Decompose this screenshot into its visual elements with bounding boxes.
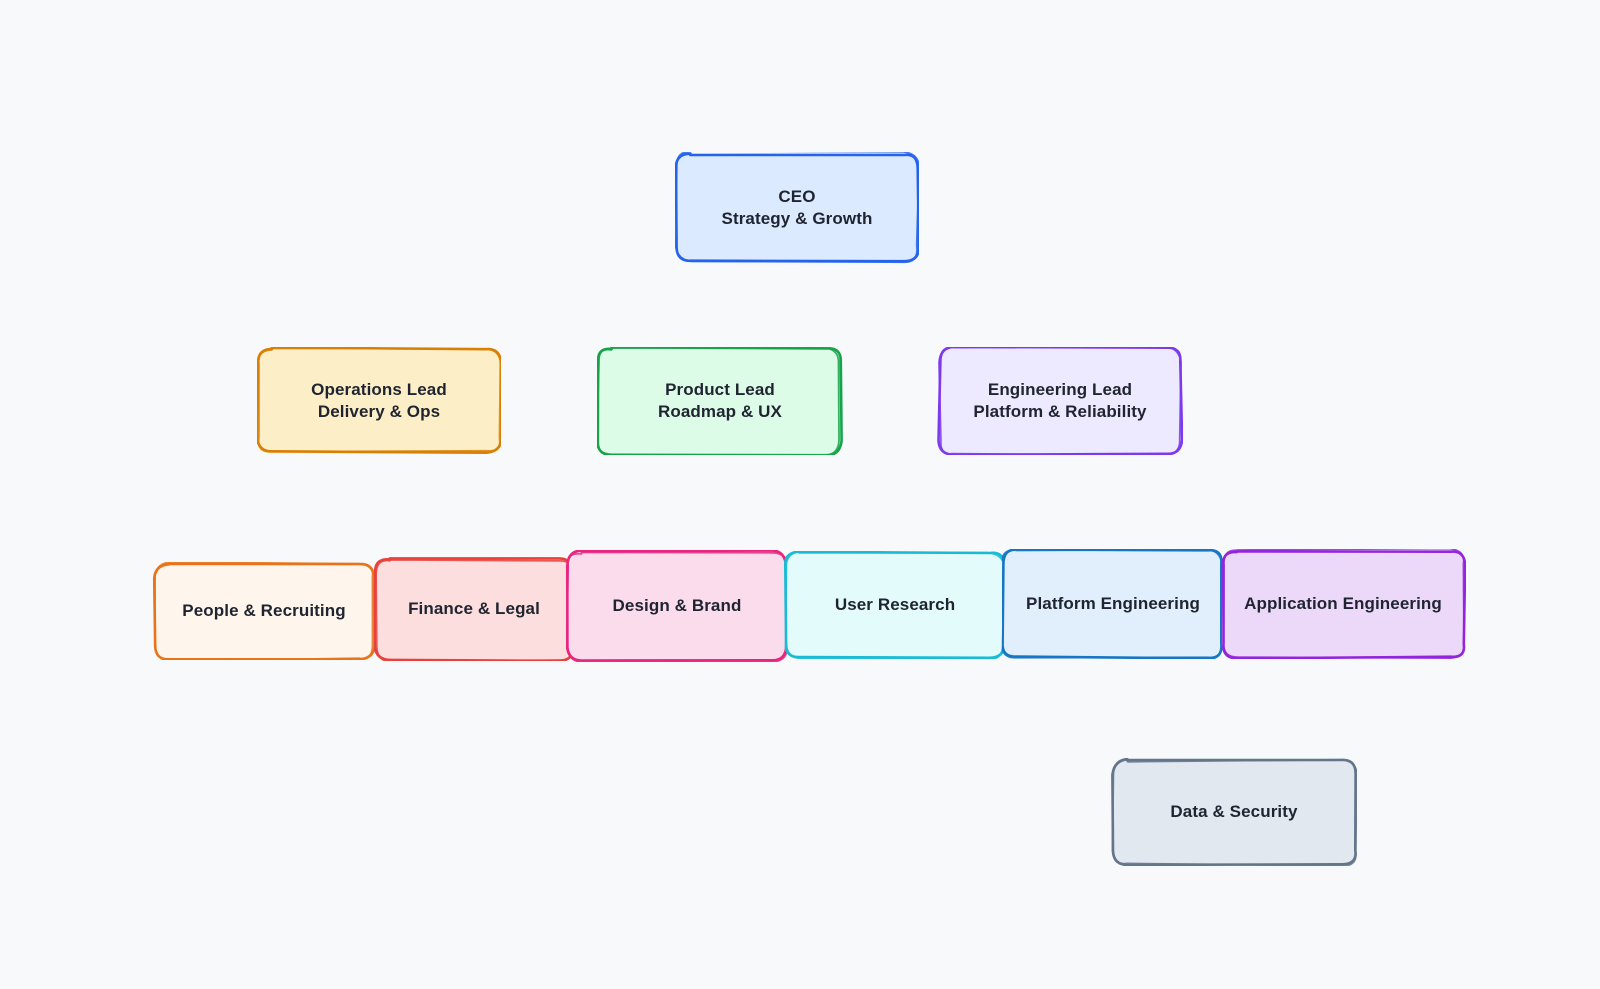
node-title-ceo: CEO bbox=[778, 187, 816, 206]
node-people-recruiting[interactable]: People & Recruiting bbox=[153, 562, 375, 660]
node-title-finance-legal: Finance & Legal bbox=[408, 599, 540, 618]
node-label-finance-legal: Finance & Legal bbox=[408, 598, 540, 620]
node-data-security[interactable]: Data & Security bbox=[1111, 758, 1357, 866]
node-title-platform-engineering: Platform Engineering bbox=[1026, 594, 1200, 613]
node-subtitle-engineering-lead: Platform & Reliability bbox=[973, 402, 1147, 421]
node-title-engineering-lead: Engineering Lead bbox=[987, 380, 1133, 399]
node-label-data-security: Data & Security bbox=[1170, 801, 1297, 823]
node-design-brand[interactable]: Design & Brand bbox=[566, 550, 788, 662]
node-platform-engineering[interactable]: Platform Engineering bbox=[1002, 549, 1224, 659]
node-label-application-engineering: Application Engineering bbox=[1244, 593, 1442, 615]
node-application-engineering[interactable]: Application Engineering bbox=[1220, 549, 1466, 659]
node-title-product-lead: Product Lead bbox=[665, 380, 775, 399]
node-ceo[interactable]: CEO Strategy & Growth bbox=[675, 152, 919, 264]
node-subtitle-ceo: Strategy & Growth bbox=[721, 209, 873, 228]
node-subtitle-product-lead: Roadmap & UX bbox=[658, 402, 782, 421]
node-title-people-recruiting: People & Recruiting bbox=[182, 601, 346, 620]
node-title-operations-lead: Operations Lead bbox=[311, 380, 447, 399]
node-label-user-research: User Research bbox=[835, 594, 955, 616]
node-title-application-engineering: Application Engineering bbox=[1244, 594, 1442, 613]
node-finance-legal[interactable]: Finance & Legal bbox=[374, 557, 574, 661]
node-title-design-brand: Design & Brand bbox=[612, 596, 742, 615]
node-subtitle-operations-lead: Delivery & Ops bbox=[317, 402, 441, 421]
node-label-design-brand: Design & Brand bbox=[613, 595, 742, 617]
node-title-data-security: Data & Security bbox=[1170, 802, 1298, 821]
node-label-ceo: CEO Strategy & Growth bbox=[722, 186, 873, 230]
node-user-research[interactable]: User Research bbox=[784, 551, 1006, 659]
node-label-platform-engineering: Platform Engineering bbox=[1026, 593, 1200, 615]
node-label-people-recruiting: People & Recruiting bbox=[182, 600, 345, 622]
node-title-user-research: User Research bbox=[834, 595, 956, 614]
